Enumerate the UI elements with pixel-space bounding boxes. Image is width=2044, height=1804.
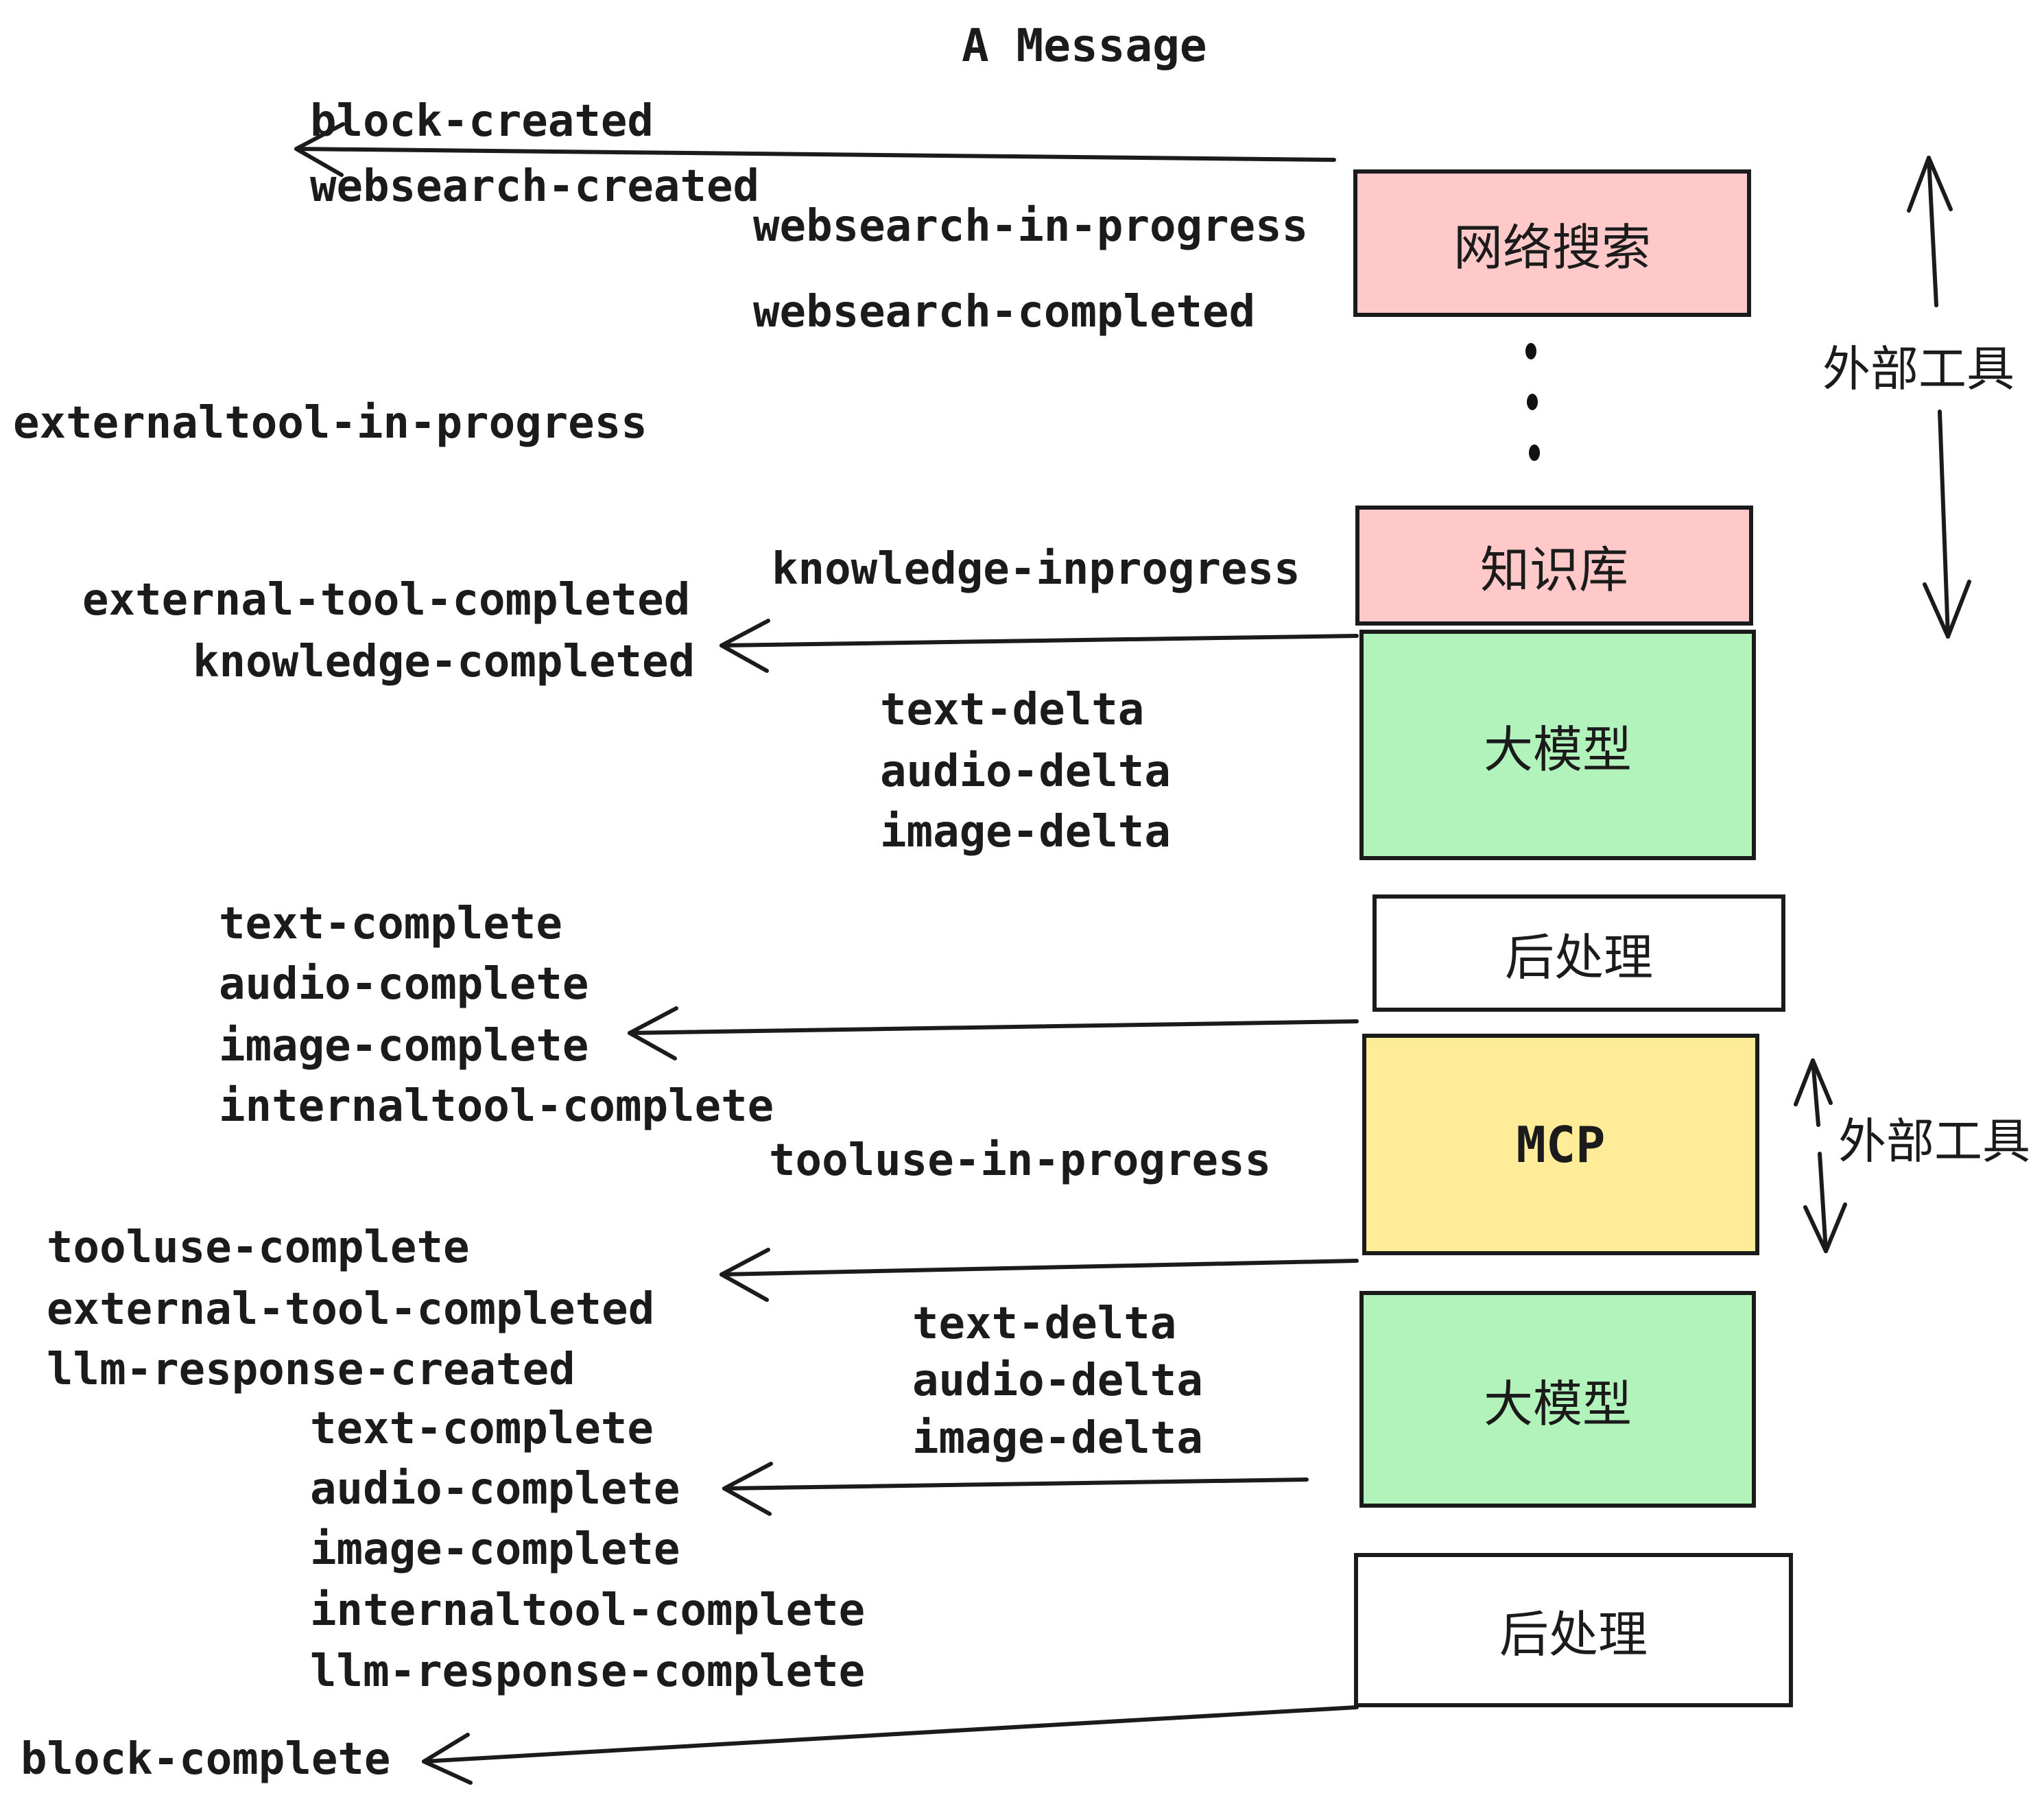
event-label-image-delta-2: image-delta — [912, 1413, 1203, 1464]
node-llm-2-label: 大模型 — [1483, 1375, 1632, 1433]
event-label-text-complete-1: text-complete — [219, 899, 562, 949]
arrow-tooluse-complete — [720, 1248, 1359, 1302]
event-label-image-complete-1: image-complete — [219, 1021, 589, 1071]
node-mcp: MCP — [1362, 1034, 1759, 1255]
double-arrow-external-tools-mcp — [1794, 1058, 1847, 1253]
double-arrow-external-tools-top — [1907, 156, 1971, 639]
event-label-audio-delta-1: audio-delta — [880, 746, 1171, 797]
side-label-external-tools-top: 外部工具 — [1822, 341, 2015, 397]
arrow-internal-complete-group — [628, 1006, 1359, 1060]
arrow-llm-complete-group — [722, 1462, 1309, 1516]
event-label-audio-complete-1: audio-complete — [219, 959, 589, 1010]
event-label-audio-complete-2: audio-complete — [310, 1464, 680, 1515]
event-label-knowledge-inprogress: knowledge-inprogress — [772, 544, 1300, 595]
event-label-tooluse-complete: tooluse-complete — [47, 1222, 470, 1273]
node-llm-1-label: 大模型 — [1483, 720, 1632, 779]
event-label-text-delta-1: text-delta — [880, 685, 1145, 735]
arrow-knowledge-completed — [720, 619, 1359, 673]
event-label-text-complete-2: text-complete — [310, 1403, 654, 1454]
node-llm-1: 大模型 — [1359, 630, 1756, 860]
node-knowledge: 知识库 — [1355, 506, 1753, 626]
node-postprocess-1-label: 后处理 — [1504, 929, 1653, 986]
event-label-image-complete-2: image-complete — [310, 1524, 680, 1575]
side-label-external-tools-mcp: 外部工具 — [1838, 1113, 2030, 1170]
arrow-block-complete — [422, 1705, 1359, 1785]
node-mcp-label: MCP — [1516, 1115, 1606, 1174]
event-label-external-tool-completed-2: external-tool-completed — [47, 1284, 655, 1335]
arrow-block-created — [294, 122, 1336, 177]
event-label-block-complete: block-complete — [21, 1734, 391, 1785]
ellipsis-dots — [1525, 343, 1540, 461]
node-postprocess-1: 后处理 — [1372, 894, 1785, 1012]
event-label-block-created: block-created — [310, 96, 654, 147]
node-knowledge-label: 知识库 — [1479, 541, 1628, 599]
node-websearch: 网络搜索 — [1353, 169, 1751, 317]
node-llm-2: 大模型 — [1359, 1291, 1756, 1508]
event-label-websearch-created: websearch-created — [310, 161, 760, 212]
event-label-audio-delta-2: audio-delta — [912, 1355, 1203, 1406]
event-label-text-delta-2: text-delta — [912, 1298, 1177, 1349]
event-label-websearch-completed: websearch-completed — [753, 287, 1256, 337]
event-label-internaltool-complete-1: internaltool-complete — [219, 1081, 774, 1132]
node-postprocess-2: 后处理 — [1354, 1553, 1793, 1707]
event-label-websearch-in-progress: websearch-in-progress — [753, 201, 1309, 252]
event-label-external-tool-completed-1: external-tool-completed — [82, 575, 691, 626]
diagram-title: A Message — [962, 19, 1207, 72]
event-label-internaltool-complete-2: internaltool-complete — [310, 1585, 866, 1636]
event-label-llm-response-created: llm-response-created — [47, 1344, 575, 1395]
node-websearch-label: 网络搜索 — [1453, 219, 1651, 276]
event-label-llm-response-complete: llm-response-complete — [310, 1646, 866, 1697]
event-label-knowledge-completed: knowledge-completed — [193, 637, 696, 687]
event-label-image-delta-1: image-delta — [880, 807, 1171, 857]
node-postprocess-2-label: 后处理 — [1499, 1606, 1648, 1663]
event-label-tooluse-in-progress: tooluse-in-progress — [769, 1135, 1272, 1186]
event-label-externaltool-in-progress: externaltool-in-progress — [13, 398, 647, 449]
